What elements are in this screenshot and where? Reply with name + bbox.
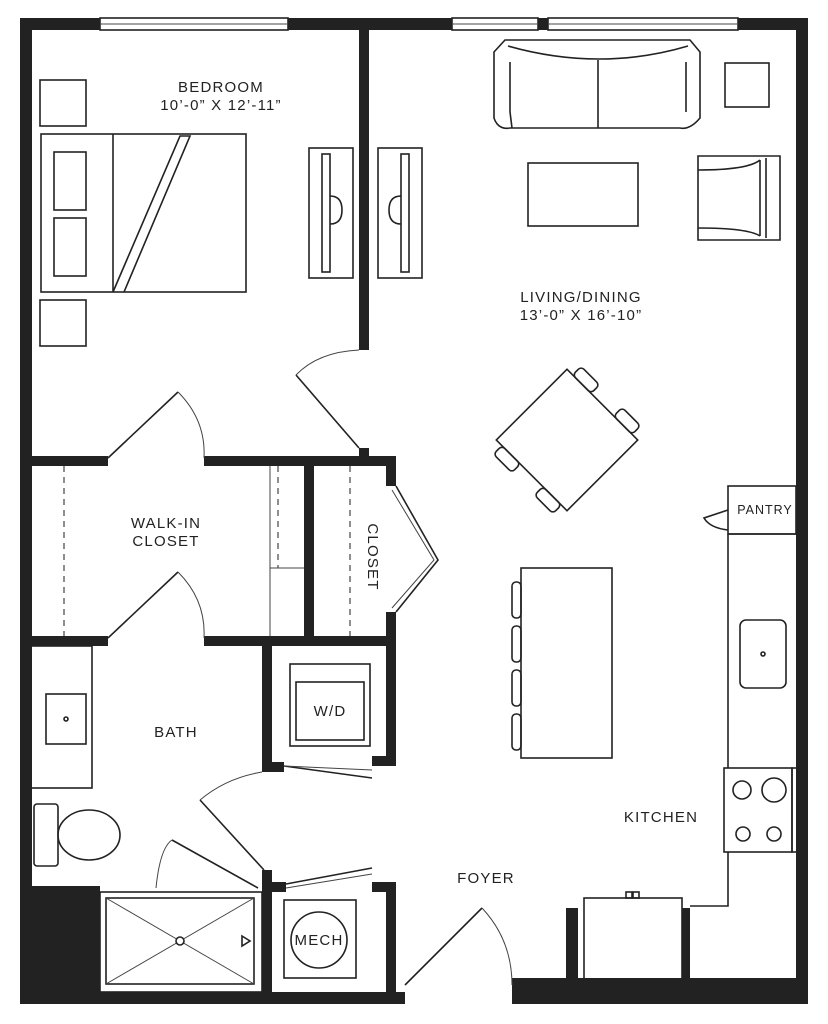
interior-walls <box>28 30 690 1004</box>
windows <box>99 17 739 31</box>
closet-name: CLOSET <box>364 523 381 590</box>
bedroom-size: 10’-0” X 12’-11” <box>160 97 281 114</box>
doors <box>155 349 513 986</box>
walkin-line1: WALK-IN <box>131 515 201 532</box>
living-name: LIVING/DINING <box>520 289 641 306</box>
kitchen <box>583 485 799 983</box>
kitchen-name: KITCHEN <box>624 809 698 826</box>
pantry-name: PANTRY <box>737 503 793 517</box>
living-furniture <box>493 39 781 759</box>
foyer-name: FOYER <box>457 870 515 887</box>
bath-fixtures <box>27 645 371 993</box>
closets <box>63 391 439 639</box>
exterior-walls <box>20 18 808 1004</box>
bedroom-name: BEDROOM <box>178 79 264 96</box>
living-size: 13’-0” X 16’-10” <box>520 307 643 324</box>
bath-name: BATH <box>154 724 198 741</box>
walkin-line2: CLOSET <box>132 533 199 550</box>
bedroom-furniture <box>39 79 423 347</box>
room-labels: BEDROOM 10’-0” X 12’-11” LIVING/DINING 1… <box>131 79 793 949</box>
wd-name: W/D <box>314 703 347 720</box>
mech-name: MECH <box>295 932 344 949</box>
